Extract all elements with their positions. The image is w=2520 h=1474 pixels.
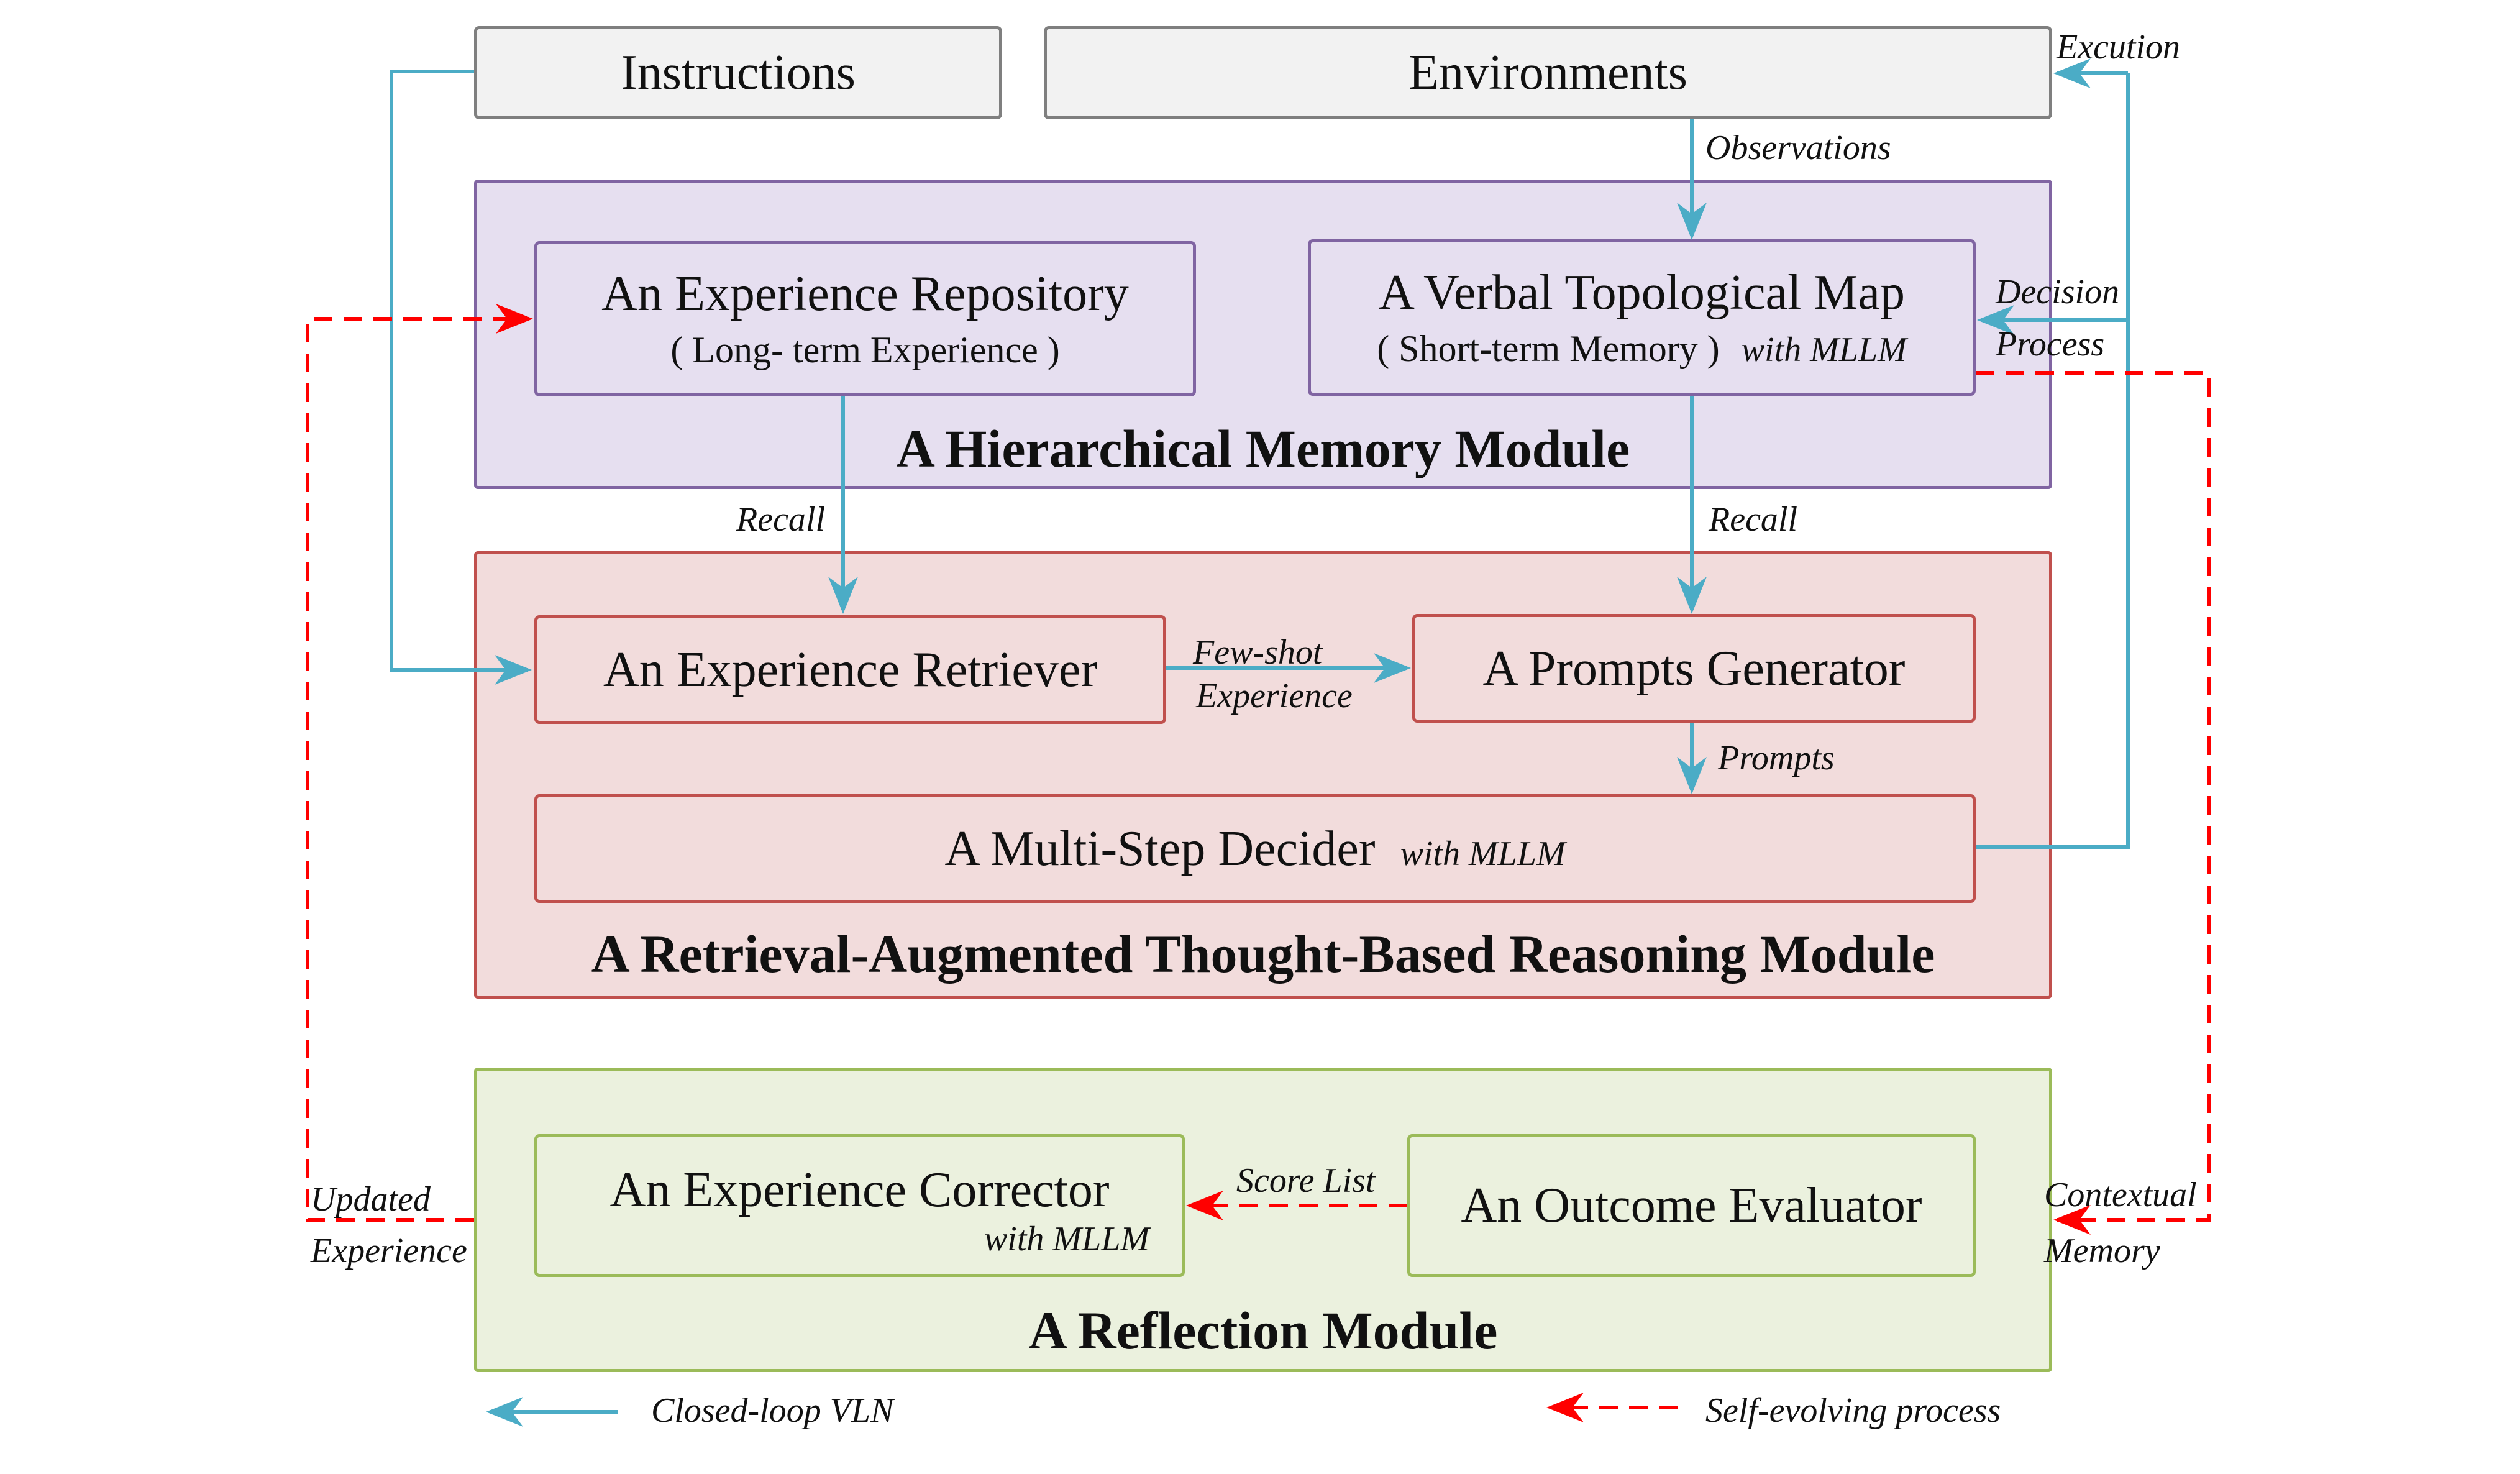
few-shot-experience-label: Experience — [1196, 677, 1353, 715]
outcome-evaluator-label: An Outcome Evaluator — [1461, 1178, 1922, 1233]
experience-retriever-label: An Experience Retriever — [603, 642, 1098, 697]
experience-repository-box: An Experience Repository ( Long- term Ex… — [534, 241, 1196, 396]
multi-step-decider-mllm-tag: with MLLM — [1400, 834, 1566, 873]
recall-right-label: Recall — [1709, 500, 1798, 539]
verbal-topological-map-box: A Verbal Topological Map ( Short-term Me… — [1308, 239, 1976, 396]
experience-corrector-mllm-tag: with MLLM — [984, 1220, 1149, 1258]
instructions-to-retriever-arrow — [390, 70, 532, 685]
multi-step-decider-row: A Multi-Step Decider with MLLM — [944, 824, 1565, 874]
reflection-module-title: A Reflection Module — [1028, 1301, 1498, 1360]
experience-retriever-box: An Experience Retriever — [534, 615, 1166, 724]
recall-left-label: Recall — [736, 500, 826, 539]
experience-repository-subtitle: ( Long- term Experience ) — [670, 329, 1060, 370]
score-list-label: Score List — [1236, 1161, 1376, 1200]
updated-experience-label: Experience — [311, 1232, 467, 1270]
prompts-generator-box: A Prompts Generator — [1412, 614, 1976, 723]
contextual-label: Contextual — [2044, 1176, 2197, 1214]
environments-box: Environments — [1044, 26, 2052, 119]
updated-experience-arrow — [306, 304, 533, 1222]
legend-self-evolving-label: Self-evolving process — [1705, 1391, 2001, 1430]
experience-repository-title: An Experience Repository — [601, 267, 1129, 321]
memory-module-title: A Hierarchical Memory Module — [896, 419, 1630, 478]
instructions-label: Instructions — [621, 45, 856, 100]
prompts-generator-label: A Prompts Generator — [1482, 641, 1906, 696]
verbal-topological-map-mllm-tag: with MLLM — [1741, 331, 1907, 369]
legend-closed-loop-label: Closed-loop VLN — [651, 1391, 894, 1430]
excution-label: Excution — [2057, 28, 2181, 66]
multi-step-decider-label: A Multi-Step Decider — [944, 821, 1376, 876]
environments-label: Environments — [1408, 45, 1687, 100]
instructions-box: Instructions — [474, 26, 1002, 119]
prompts-label: Prompts — [1718, 739, 1835, 777]
few-shot-label: Few-shot — [1193, 633, 1323, 672]
verbal-topological-map-subtitle-row: ( Short-term Memory ) with MLLM — [1377, 330, 1907, 367]
observations-label: Observations — [1705, 129, 1891, 167]
outcome-evaluator-box: An Outcome Evaluator — [1407, 1134, 1976, 1277]
contextual-memory-arrow — [1976, 371, 2211, 1235]
experience-corrector-title: An Experience Corrector — [609, 1163, 1110, 1217]
reasoning-module-title: A Retrieval-Augmented Thought-Based Reas… — [591, 924, 1935, 984]
memory-label: Memory — [2044, 1232, 2160, 1270]
updated-label: Updated — [311, 1180, 431, 1219]
experience-corrector-box: An Experience Corrector with MLLM — [534, 1134, 1185, 1277]
decider-feedback-line — [1976, 73, 2130, 849]
process-label: Process — [1996, 325, 2105, 364]
verbal-topological-map-subtitle: ( Short-term Memory ) — [1377, 328, 1720, 369]
verbal-topological-map-title: A Verbal Topological Map — [1379, 265, 1905, 320]
multi-step-decider-box: A Multi-Step Decider with MLLM — [534, 794, 1976, 903]
decision-label: Decision — [1996, 273, 2120, 311]
